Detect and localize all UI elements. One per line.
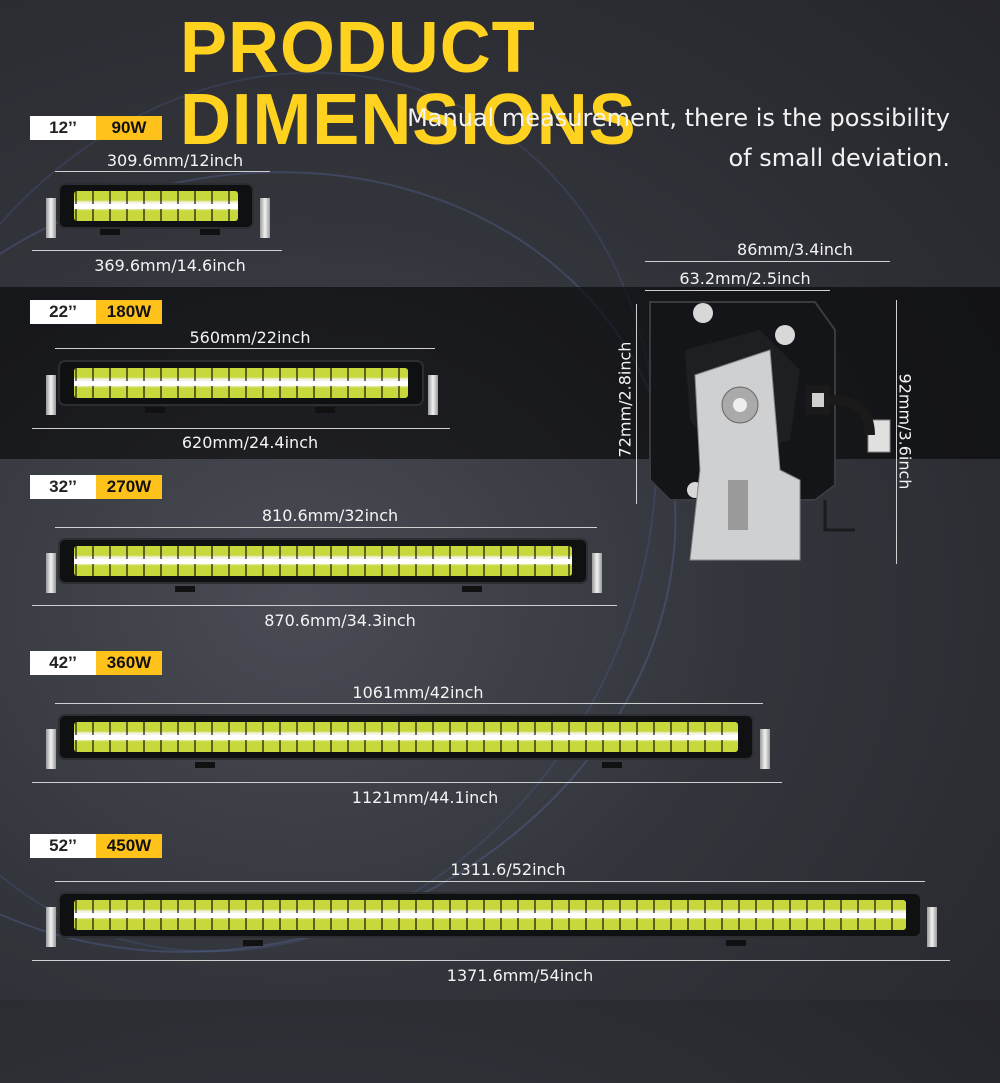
mount-bracket xyxy=(689,349,801,561)
size-label: 32’’ xyxy=(30,475,96,499)
inner-dimension-line xyxy=(55,171,270,172)
inner-dimension-label: 1311.6/52inch xyxy=(450,860,566,879)
watt-label: 360W xyxy=(96,651,162,675)
right-bracket xyxy=(428,375,438,415)
total-depth-line xyxy=(645,261,890,262)
inner-dimension-line xyxy=(55,881,925,882)
mount-foot xyxy=(175,586,195,592)
mount-foot xyxy=(200,229,220,235)
right-bracket xyxy=(927,907,937,947)
watt-label: 450W xyxy=(96,834,162,858)
inner-dimension-line xyxy=(55,527,597,528)
outer-dimension-line xyxy=(32,960,950,961)
light-bar-12 xyxy=(58,183,254,229)
size-label: 42’’ xyxy=(30,651,96,675)
body-height-line xyxy=(636,304,637,504)
disclaimer-text: Manual measurement, there is the possibi… xyxy=(350,98,950,178)
mount-foot xyxy=(195,762,215,768)
inner-dimension-line xyxy=(55,348,435,349)
outer-dimension-label: 870.6mm/34.3inch xyxy=(264,611,416,630)
disclaimer-line-2: of small deviation. xyxy=(728,144,951,172)
product-badge-42: 42’’ 360W xyxy=(30,651,162,675)
inner-dimension-label: 1061mm/42inch xyxy=(352,683,484,702)
mount-foot xyxy=(145,407,165,413)
body-depth-line xyxy=(645,290,830,291)
body-depth-label: 63.2mm/2.5inch xyxy=(679,269,811,288)
inner-dimension-label: 810.6mm/32inch xyxy=(261,506,399,525)
product-badge-52: 52’’ 450W xyxy=(30,834,162,858)
right-bracket xyxy=(260,198,270,238)
disclaimer-line-1: Manual measurement, there is the possibi… xyxy=(407,104,950,132)
right-bracket xyxy=(760,729,770,769)
outer-dimension-line xyxy=(32,250,282,251)
size-label: 52’’ xyxy=(30,834,96,858)
body-height-label: 72mm/2.8inch xyxy=(615,341,635,458)
product-badge-22: 22’’ 180W xyxy=(30,300,162,324)
inner-dimension-label: 560mm/22inch xyxy=(189,328,311,347)
total-height-line xyxy=(896,300,897,564)
side-view-illustration xyxy=(649,301,891,561)
outer-dimension-label: 620mm/24.4inch xyxy=(181,433,319,452)
mount-foot xyxy=(243,940,263,946)
outer-dimension-label: 1121mm/44.1inch xyxy=(351,788,499,807)
product-badge-32: 32’’ 270W xyxy=(30,475,162,499)
outer-dimension-label: 1371.6mm/54inch xyxy=(446,966,594,985)
adjust-knob xyxy=(805,385,891,532)
mount-foot xyxy=(602,762,622,768)
size-label: 12’’ xyxy=(30,116,96,140)
left-bracket xyxy=(46,729,56,769)
left-bracket xyxy=(46,198,56,238)
mount-foot xyxy=(462,586,482,592)
watt-label: 90W xyxy=(96,116,162,140)
light-bar-42 xyxy=(58,714,754,760)
page-title: PRODUCT DIMENSIONS xyxy=(180,8,637,160)
left-bracket xyxy=(46,375,56,415)
inner-dimension-label: 309.6mm/12inch xyxy=(106,151,244,170)
outer-dimension-line xyxy=(32,605,617,606)
mount-foot xyxy=(100,229,120,235)
product-badge-12: 12’’ 90W xyxy=(30,116,162,140)
inner-dimension-line xyxy=(55,703,763,704)
mount-foot xyxy=(315,407,335,413)
outer-dimension-line xyxy=(32,428,450,429)
light-bar-52 xyxy=(58,892,922,938)
watt-label: 270W xyxy=(96,475,162,499)
watt-label: 180W xyxy=(96,300,162,324)
mount-foot xyxy=(726,940,746,946)
outer-dimension-line xyxy=(32,782,782,783)
size-label: 22’’ xyxy=(30,300,96,324)
left-bracket xyxy=(46,553,56,593)
right-bracket xyxy=(592,553,602,593)
outer-dimension-label: 369.6mm/14.6inch xyxy=(94,256,246,275)
light-bar-22 xyxy=(58,360,424,406)
left-bracket xyxy=(46,907,56,947)
light-bar-32 xyxy=(58,538,588,584)
total-depth-label: 86mm/3.4inch xyxy=(737,240,853,259)
